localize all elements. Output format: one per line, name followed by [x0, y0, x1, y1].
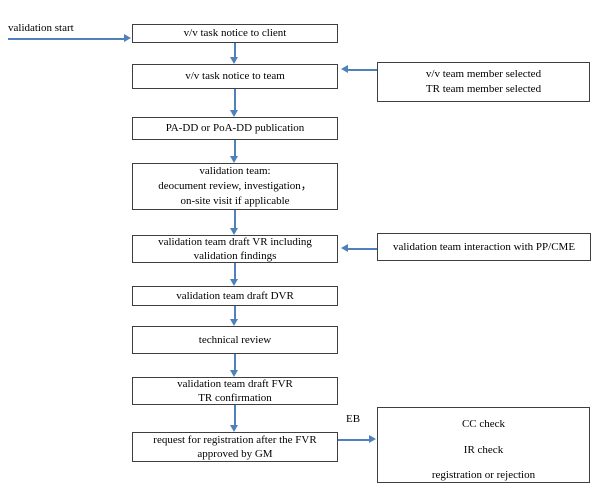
arrow-dvr-to-review — [231, 306, 238, 326]
node-technical-review: technical review — [132, 326, 338, 354]
arrow-validation-to-vr — [231, 210, 238, 235]
arrow-publication-to-validation — [231, 140, 238, 163]
node-pp-cme-interaction: validation team interaction with PP/CME — [377, 233, 591, 261]
node-eb-checks: CC check IR check registration or reject… — [377, 407, 590, 483]
node-line: validation team draft VR including — [158, 236, 312, 248]
node-line: validation team draft DVR — [176, 289, 294, 302]
node-line: v/v task notice to client — [183, 27, 287, 39]
start-label: validation start — [8, 22, 74, 34]
node-line: technical review — [198, 333, 272, 346]
node-line: request for registration after the FVR — [153, 434, 317, 446]
arrow-team-to-publication — [231, 89, 238, 117]
node-line: validation findings — [193, 250, 277, 262]
node-line: TR confirmation — [198, 392, 272, 404]
node-line: registration or rejection — [431, 469, 536, 481]
node-draft-fvr: validation team draft FVR TR confirmatio… — [132, 377, 338, 405]
node-line: validation team: — [199, 165, 271, 177]
node-line: validation team interaction with PP/CME — [392, 240, 576, 253]
node-line: IR check — [463, 443, 504, 456]
arrow-ppcme-to-vr — [341, 245, 377, 252]
node-notice-team: v/v task notice to team — [132, 64, 338, 89]
node-notice-client: v/v task notice to client — [132, 24, 338, 43]
arrow-fvr-to-request — [231, 405, 238, 432]
node-draft-dvr: validation team draft DVR — [132, 286, 338, 306]
node-validation-work: validation team: deocument review, inves… — [132, 163, 338, 210]
arrow-review-to-fvr — [231, 354, 238, 377]
arrow-vr-to-dvr — [231, 263, 238, 286]
node-registration-request: request for registration after the FVR a… — [132, 432, 338, 462]
node-line: v/v team member selected — [425, 68, 542, 80]
node-line: approved by GM — [197, 448, 273, 460]
arrow-client-to-team — [231, 43, 238, 64]
node-line: on-site visit if applicable — [180, 195, 290, 207]
node-line: CC check — [461, 418, 506, 430]
node-team-member-selected: v/v team member selected TR team member … — [377, 62, 590, 102]
arrow-start-to-client — [8, 35, 131, 42]
arrow-members-to-team — [341, 66, 377, 73]
eb-label: EB — [346, 413, 361, 425]
node-publication: PA-DD or PoA-DD publication — [132, 117, 338, 140]
node-line: PA-DD or PoA-DD publication — [165, 122, 305, 134]
node-draft-vr: validation team draft VR including valid… — [132, 235, 338, 263]
arrow-request-to-eb-checks — [338, 436, 376, 443]
node-line: deocument review, investigation， — [158, 180, 312, 192]
node-line: TR team member selected — [425, 83, 542, 95]
node-line: validation team draft FVR — [177, 378, 293, 390]
node-line: v/v task notice to team — [185, 70, 285, 82]
